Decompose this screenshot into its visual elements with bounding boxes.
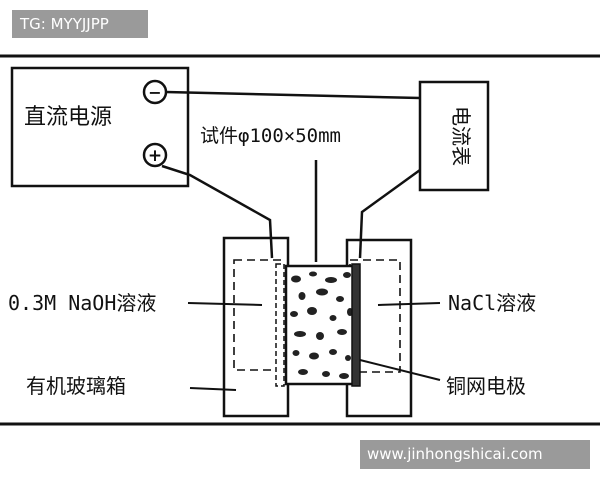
copper-mesh-electrodes <box>275 263 361 387</box>
power-supply-box <box>10 66 190 188</box>
wire-positive-to-left-electrode <box>161 164 274 259</box>
watermark-top: TG: MYYJJPP <box>12 10 148 38</box>
label-pointers <box>187 302 441 391</box>
copper-mesh-electrode-label: 铜网电极 <box>446 374 526 398</box>
specimen-label: 试件φ100×50mm <box>200 125 341 147</box>
ammeter-box <box>418 80 490 192</box>
nacl-solution-label: NaCl溶液 <box>448 291 536 315</box>
negative-terminal-label: − <box>148 83 161 102</box>
wire-negative-to-ammeter <box>165 90 421 100</box>
naoh-solution-label: 0.3M NaOH溶液 <box>8 291 156 315</box>
positive-terminal-label: + <box>148 146 162 166</box>
wire-ammeter-to-right-electrode <box>358 168 421 259</box>
concrete-specimen <box>284 264 360 386</box>
positive-terminal-icon <box>142 142 168 168</box>
wires <box>161 90 421 262</box>
watermark-bottom: www.jinhongshicai.com <box>360 440 590 469</box>
power-supply-label: 直流电源 <box>24 105 112 130</box>
plexiglass-box-label: 有机玻璃箱 <box>26 374 126 398</box>
ammeter-label: 电流表 <box>449 106 473 166</box>
